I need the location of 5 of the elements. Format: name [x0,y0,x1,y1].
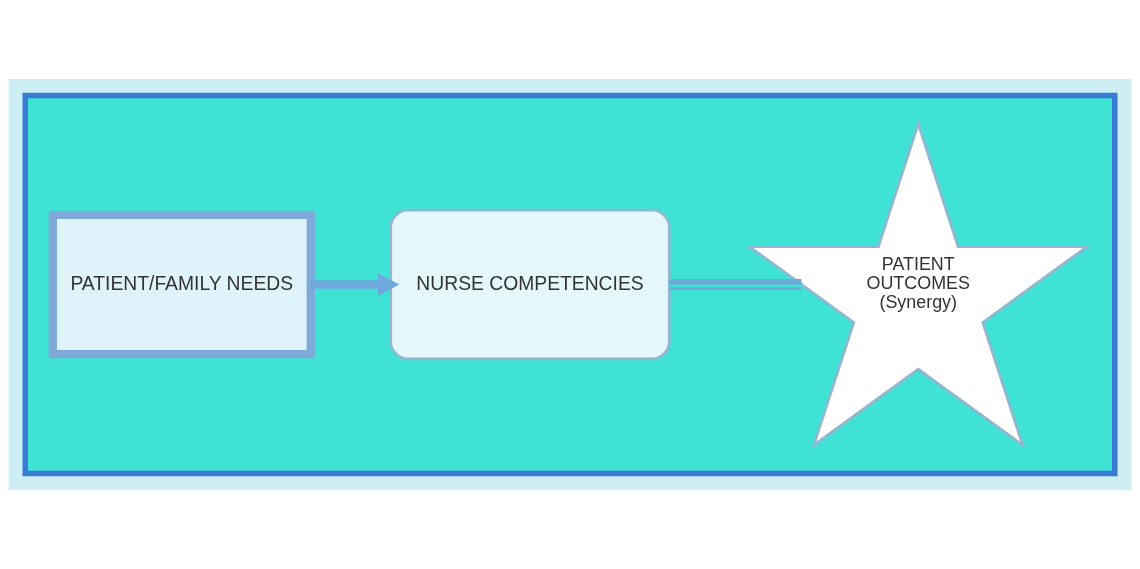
arrow [310,273,400,296]
node-box: NURSE COMPETENCIES [389,208,671,361]
cluster [22,92,1118,477]
connector [669,279,802,290]
node-box: PATIENT/FAMILY NEEDS [48,210,315,359]
